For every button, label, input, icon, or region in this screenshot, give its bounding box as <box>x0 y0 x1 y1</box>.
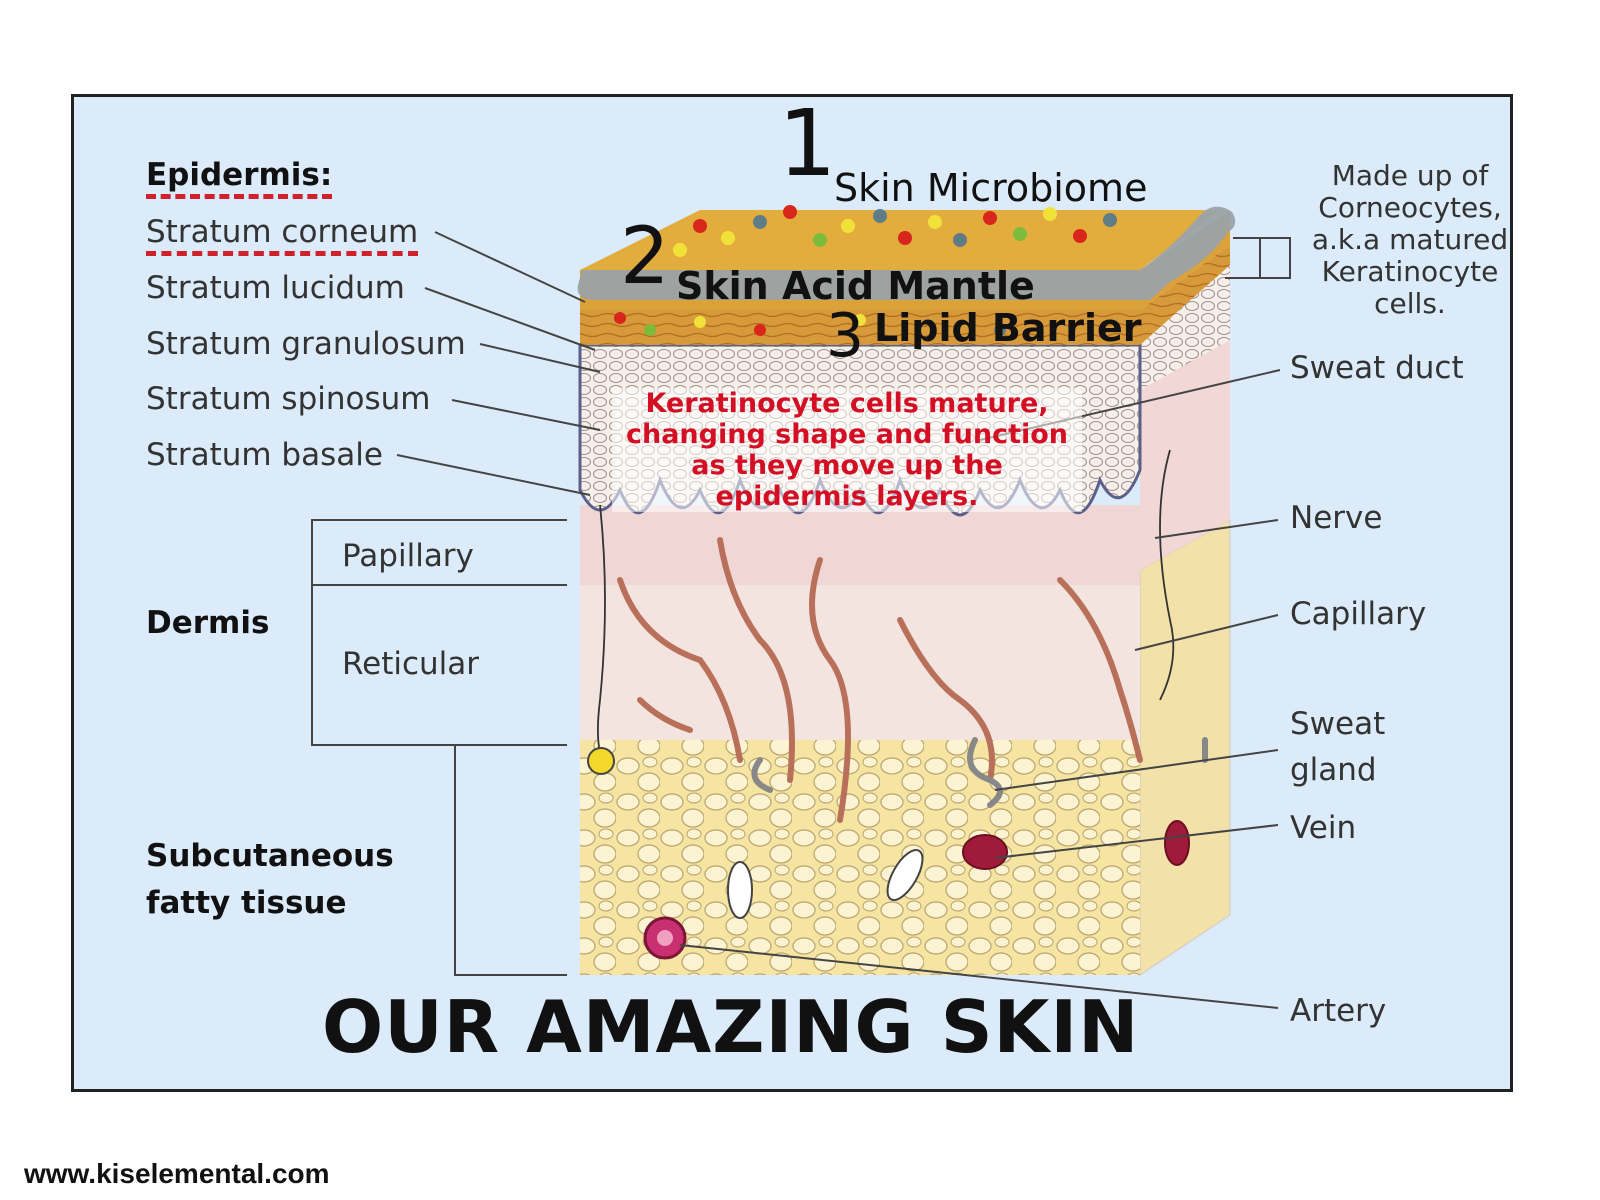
acid-mantle <box>577 206 1236 300</box>
number-2: 2 <box>620 212 670 302</box>
block-side-face <box>1139 519 1231 976</box>
nerve-fibers <box>597 449 1175 761</box>
corneocytes-note: Made up of Corneocytes, a.k.a matured Ke… <box>1311 159 1509 320</box>
microbiome-dots <box>614 205 1117 336</box>
label-papillary: Papillary <box>342 538 474 574</box>
label-artery: Artery <box>1290 993 1387 1029</box>
subcutaneous-line1: Subcutaneous <box>146 838 394 874</box>
stratum-lucidum <box>580 245 1230 345</box>
page-title: OUR AMAZING SKIN <box>322 985 1140 1069</box>
label-reticular: Reticular <box>342 646 480 682</box>
label-stratum-spinosum: Stratum spinosum <box>146 381 431 417</box>
vessels <box>587 747 1190 960</box>
sweat-glands <box>751 737 1208 808</box>
label-stratum-lucidum: Stratum lucidum <box>146 270 405 306</box>
papillary-dermis <box>580 505 1140 585</box>
label-skin-microbiome: Skin Microbiome <box>834 166 1148 210</box>
label-stratum-basale: Stratum basale <box>146 437 383 473</box>
label-sweat-gland-line2: gland <box>1290 752 1377 788</box>
number-3: 3 <box>826 301 865 371</box>
label-vein: Vein <box>1290 810 1357 846</box>
dermis-heading: Dermis <box>146 605 270 641</box>
epidermis-heading: Epidermis: <box>146 157 333 199</box>
keratinocyte-note: Keratinocyte cells mature, changing shap… <box>612 388 1082 512</box>
label-nerve: Nerve <box>1290 500 1383 536</box>
label-capillary: Capillary <box>1290 596 1427 632</box>
label-stratum-granulosum: Stratum granulosum <box>146 326 466 362</box>
website-url[interactable]: www.kiselemental.com <box>24 1158 330 1189</box>
label-sweat-duct: Sweat duct <box>1290 350 1464 386</box>
subcutaneous-line2: fatty tissue <box>146 885 347 921</box>
left-leader-lines <box>311 231 601 976</box>
label-lipid-barrier: Lipid Barrier <box>874 306 1142 350</box>
label-skin-acid-mantle: Skin Acid Mantle <box>676 264 1035 308</box>
capillaries <box>617 537 1143 823</box>
number-1: 1 <box>778 90 837 197</box>
reticular-dermis <box>580 580 1140 740</box>
hair-follicles <box>727 849 924 919</box>
label-sweat-gland-line1: Sweat <box>1290 706 1386 742</box>
label-stratum-corneum: Stratum corneum <box>146 214 419 256</box>
